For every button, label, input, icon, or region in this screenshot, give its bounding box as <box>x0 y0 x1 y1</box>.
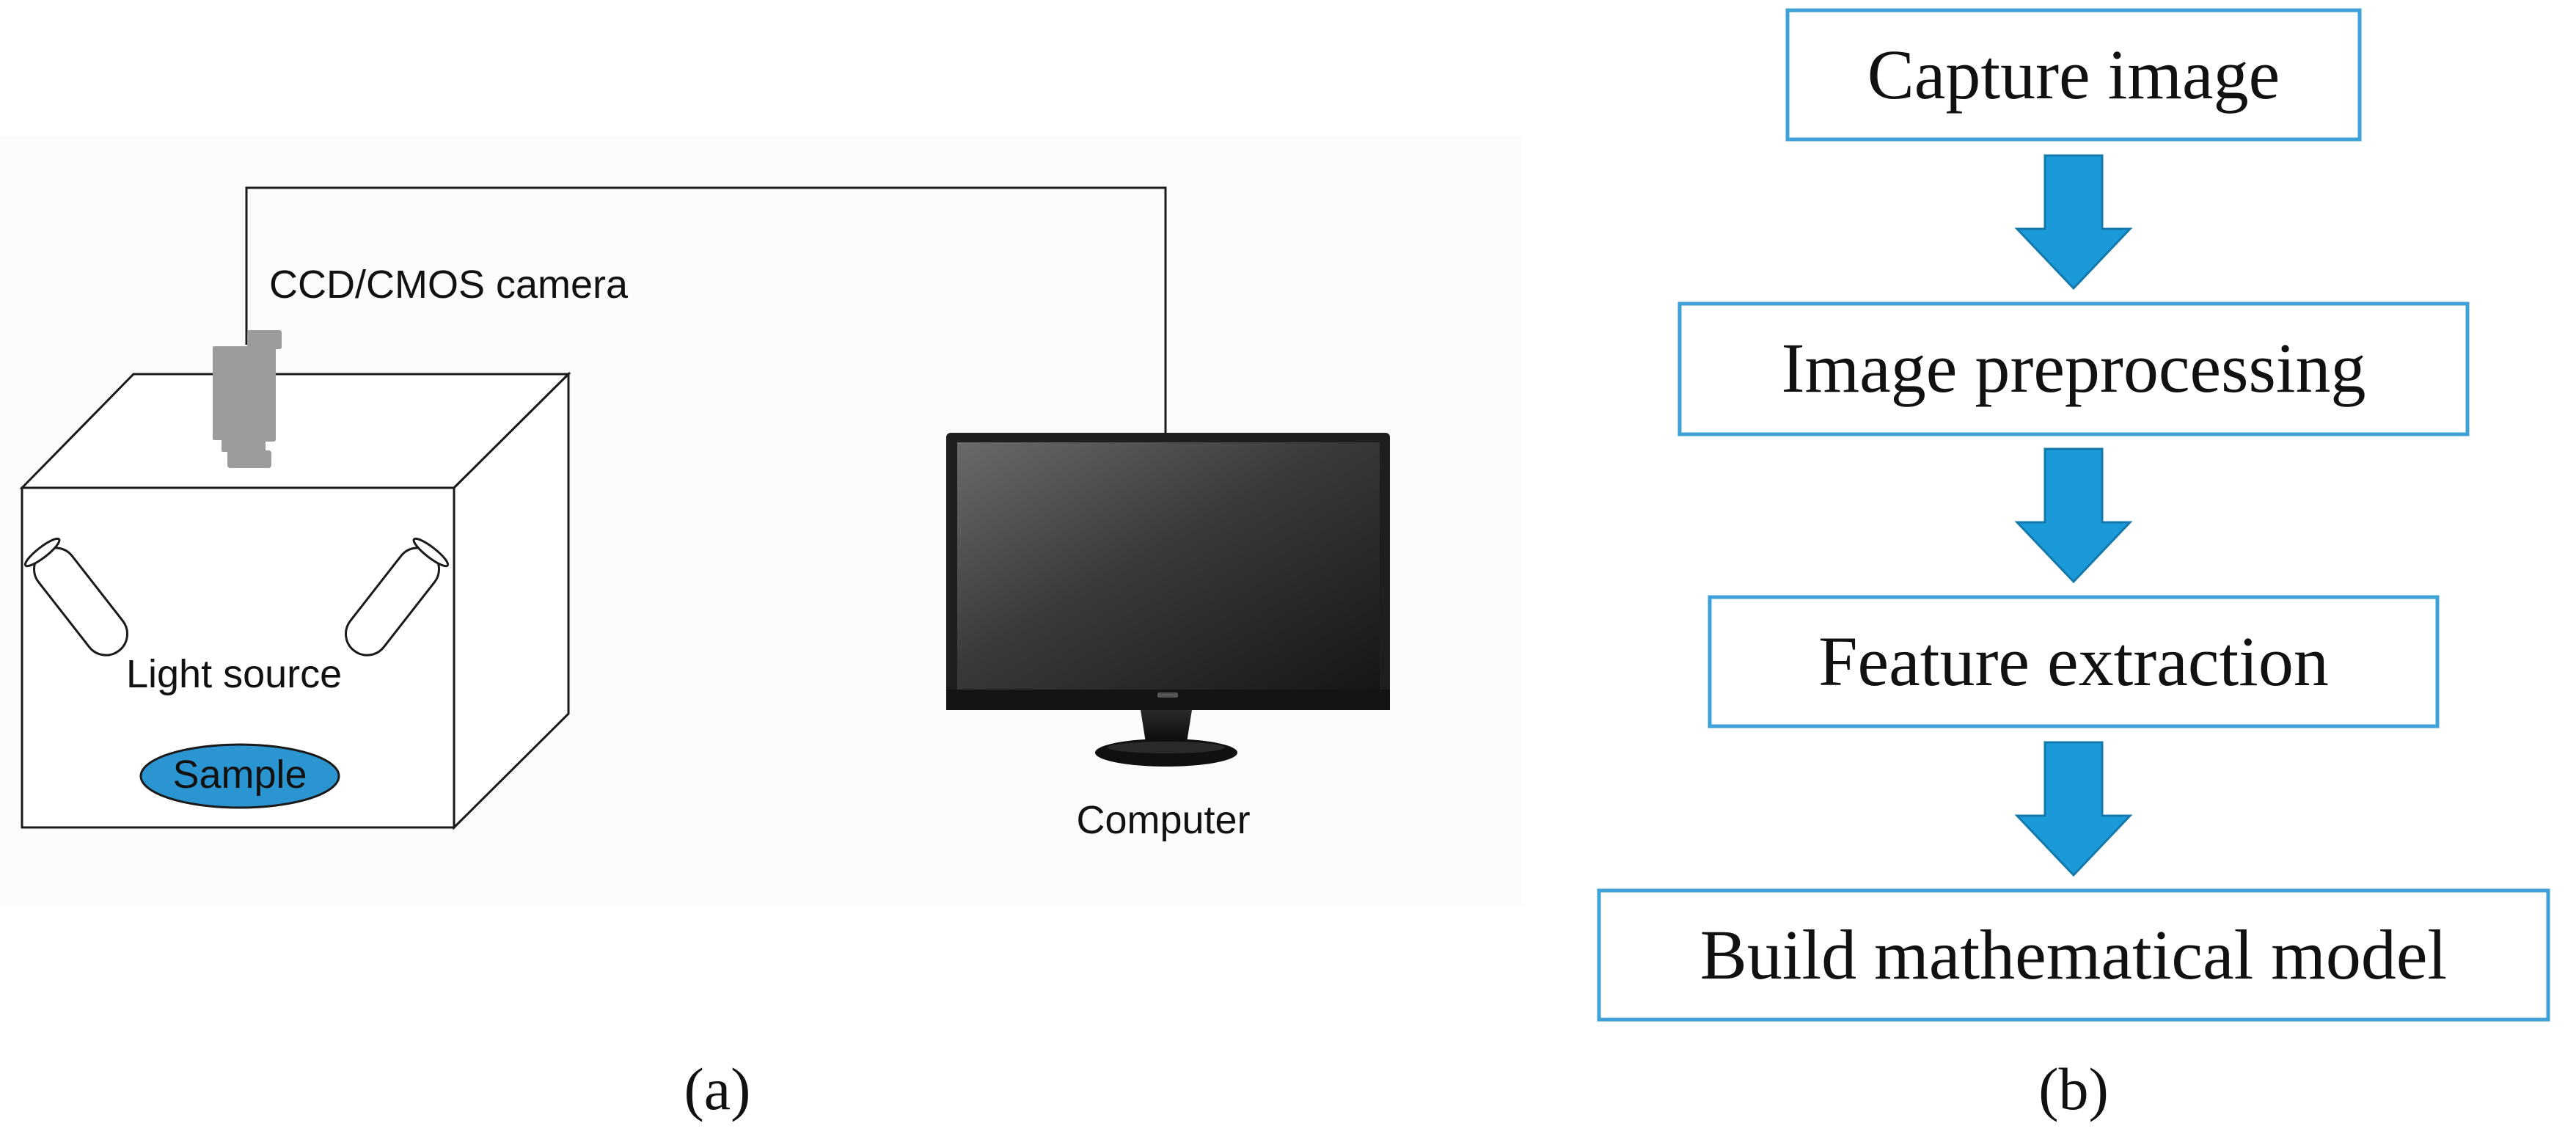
workflow-step-label: Feature extraction <box>1818 622 2329 701</box>
workflow-step-label: Capture image <box>1867 35 2280 114</box>
camera-icon <box>213 330 282 468</box>
workflow-step-label: Build mathematical model <box>1700 915 2447 994</box>
panel-b-caption: (b) <box>2038 1056 2109 1122</box>
workflow-step-capture-image: Capture image <box>1785 8 2362 142</box>
right-light-tube-icon <box>345 537 450 657</box>
monitor-screen <box>957 442 1380 690</box>
sample-ellipse <box>139 743 340 809</box>
computer-monitor-icon <box>946 433 1390 767</box>
camera-computer-cable <box>245 186 1167 440</box>
workflow-step-build-mathematical-model: Build mathematical model <box>1597 888 2550 1022</box>
panel-a-caption: (a) <box>684 1056 750 1122</box>
down-arrow-icon <box>2014 447 2133 584</box>
left-light-tube-icon <box>23 537 128 657</box>
workflow-step-image-preprocessing: Image preprocessing <box>1677 301 2470 436</box>
sample-label: Sample <box>172 753 307 797</box>
light-source-label: Light source <box>126 652 342 696</box>
monitor-neck <box>1141 710 1192 742</box>
workflow-step-label: Image preprocessing <box>1781 329 2365 407</box>
panel-a-imaging-setup: CCD/CMOS camera Light source Sample Comp… <box>0 136 1522 906</box>
camera-label: CCD/CMOS camera <box>269 263 629 307</box>
down-arrow-icon <box>2014 741 2133 877</box>
computer-label: Computer <box>1076 798 1250 842</box>
panel-b-processing-workflow: Capture image Image preprocessing Featur… <box>1597 8 2550 1022</box>
workflow-step-feature-extraction: Feature extraction <box>1708 595 2440 728</box>
down-arrow-icon <box>2014 154 2133 290</box>
